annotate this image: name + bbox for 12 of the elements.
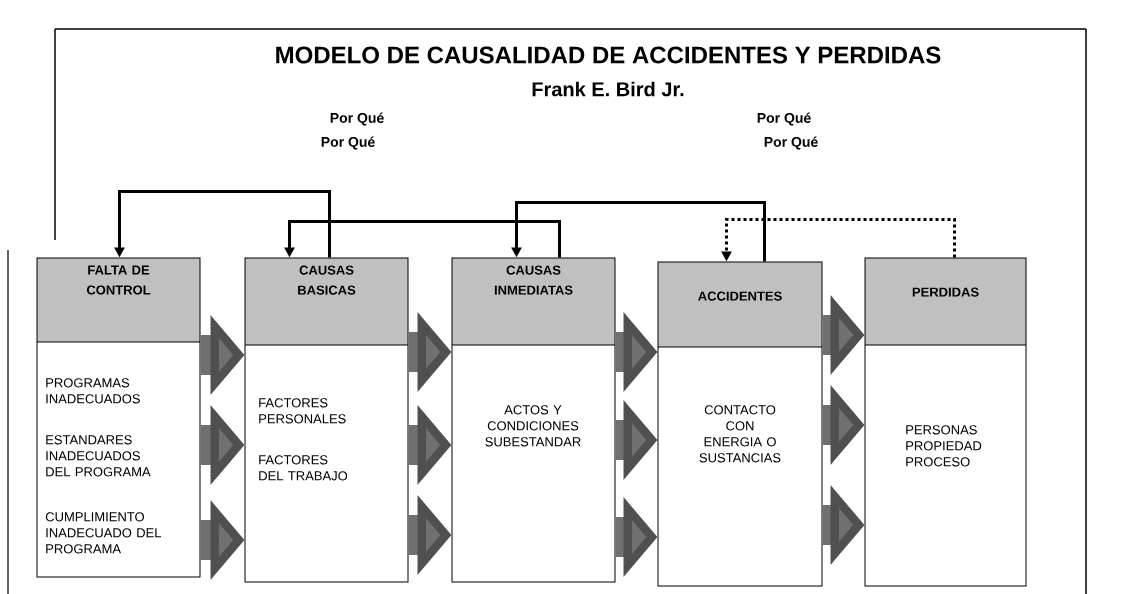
question-label: Por Qué <box>764 136 818 150</box>
title: MODELO DE CAUSALIDAD DE ACCIDENTES Y PERDIDAS <box>276 46 941 64</box>
question-label: Por Qué <box>330 112 384 126</box>
column-box: PERDIDAS PERSONAS PROPIEDAD PROCESO <box>864 257 1027 587</box>
column-box: CAUSAS BASICAS FACTORES PERSONALES FACTORES DEL TRABAJO <box>244 257 409 583</box>
column-box: CAUSAS INMEDIATAS ACTOS Y CONDICIONES SUBESTANDAR <box>451 257 616 583</box>
question-label: Por Qué <box>321 136 375 150</box>
question-label: Por Qué <box>757 112 811 126</box>
subtitle: Frank E. Bird Jr. <box>532 81 684 97</box>
column-box: ACCIDENTES CONTACTO CON ENERGIA O SUSTANCIAS <box>657 261 823 587</box>
feedback-arrow <box>114 190 331 258</box>
column-box: FALTA DE CONTROL PROGRAMAS INADECUADOS ESTANDARES INADECUADOS DEL PROGRAMA CUMPLIMIENTO INADECUADO DEL PROGRAMA <box>36 257 201 578</box>
